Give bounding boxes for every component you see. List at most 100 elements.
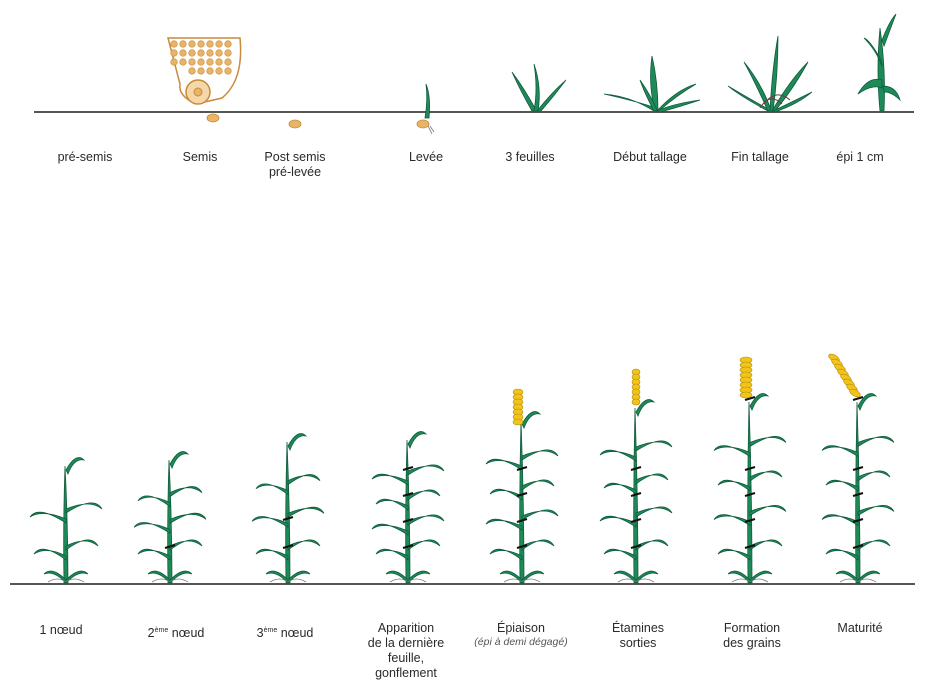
plant-base-leaf bbox=[148, 571, 170, 583]
seed-in-hopper bbox=[171, 41, 178, 48]
seed-in-hopper bbox=[207, 50, 214, 57]
plant-leaf-right bbox=[66, 503, 102, 513]
seed-in-hopper bbox=[189, 68, 196, 75]
leaf-3f-1 bbox=[512, 72, 536, 111]
stage-label-3-feuilles: 3 feuilles bbox=[465, 150, 595, 165]
stage-label-maturite: Maturité bbox=[795, 621, 925, 636]
plant-leaf-left bbox=[826, 549, 858, 560]
seed-in-hopper bbox=[216, 50, 223, 57]
plant-leaf-left bbox=[376, 549, 408, 560]
plant-base-leaf bbox=[500, 571, 522, 583]
leaf-epi1-2 bbox=[882, 14, 896, 46]
plant-leaf-left bbox=[486, 519, 522, 530]
seed-in-hopper bbox=[216, 68, 223, 75]
plant-base-leaf bbox=[750, 571, 772, 583]
plant-stem bbox=[406, 440, 410, 583]
seed-levee bbox=[417, 120, 429, 128]
plant-leaf-left bbox=[490, 549, 522, 560]
flag-leaf bbox=[750, 394, 768, 410]
ear-grain bbox=[513, 419, 523, 425]
plant-base-leaf bbox=[858, 571, 880, 583]
plant-leaf-left bbox=[714, 515, 750, 526]
seed-in-hopper bbox=[171, 50, 178, 57]
stage-label-3-noeud: 3ème nœud bbox=[220, 623, 350, 641]
seed-in-hopper bbox=[207, 41, 214, 48]
plant-leaf-left bbox=[34, 549, 66, 560]
plant-leaf-left bbox=[604, 483, 636, 494]
flag-leaf bbox=[170, 452, 188, 468]
plant-leaf-left bbox=[714, 446, 750, 457]
plant-base-leaf bbox=[636, 571, 658, 583]
plant-base-leaf bbox=[66, 571, 88, 583]
stage-label-epiaison: Épiaison(épi à demi dégagé) bbox=[456, 621, 586, 649]
plant-leaf-left bbox=[138, 496, 170, 507]
plant-leaf-left bbox=[138, 549, 170, 560]
plant-leaf-right bbox=[750, 505, 786, 515]
leaf-3f-2 bbox=[534, 64, 539, 111]
plant-leaf-right bbox=[170, 487, 202, 497]
plant-leaf-right bbox=[66, 540, 98, 550]
plant-leaf-left bbox=[600, 516, 636, 527]
seeding-wheel-hub bbox=[194, 88, 202, 96]
seed-in-hopper bbox=[225, 41, 232, 48]
seed-post-semis bbox=[289, 120, 301, 128]
seed-in-hopper bbox=[216, 59, 223, 66]
seed-in-hopper bbox=[198, 59, 205, 66]
seed-in-hopper bbox=[198, 41, 205, 48]
plant-leaf-left bbox=[600, 450, 636, 461]
seed-in-hopper bbox=[225, 50, 232, 57]
seed-in-hopper bbox=[198, 50, 205, 57]
plant-leaf-right bbox=[750, 471, 782, 481]
plant-leaf-left bbox=[252, 517, 288, 528]
ear-grain bbox=[632, 399, 640, 405]
plant-leaf-right bbox=[408, 465, 444, 475]
plant-leaf-right bbox=[170, 513, 206, 523]
seed-in-hopper bbox=[225, 68, 232, 75]
stage-label-apparition: Apparitionde la dernièrefeuille,gonfleme… bbox=[341, 621, 471, 681]
plant-leaf-right bbox=[522, 450, 558, 460]
plant-base-leaf bbox=[170, 571, 192, 583]
plant-leaf-left bbox=[718, 549, 750, 560]
stage-label-1-noeud: 1 nœud bbox=[0, 623, 126, 638]
flag-leaf bbox=[408, 432, 426, 448]
ear-grain bbox=[740, 392, 752, 398]
plant-leaf-right bbox=[636, 474, 668, 484]
flag-leaf bbox=[858, 394, 876, 410]
plant-base-leaf bbox=[408, 571, 430, 583]
plant-leaf-left bbox=[604, 549, 636, 560]
seed-in-hopper bbox=[180, 41, 187, 48]
plant-leaf-right bbox=[636, 507, 672, 517]
plant-leaf-left bbox=[256, 484, 288, 495]
plant-base-leaf bbox=[288, 571, 310, 583]
plant-leaf-left bbox=[718, 480, 750, 491]
plant-leaf-right bbox=[408, 490, 440, 500]
plant-base-leaf bbox=[614, 571, 636, 583]
plant-leaf-right bbox=[750, 436, 786, 446]
plant-leaf-right bbox=[858, 505, 894, 515]
flag-leaf bbox=[288, 434, 306, 450]
plant-leaf-right bbox=[288, 475, 320, 485]
seed-in-hopper bbox=[189, 41, 196, 48]
plant-leaf-left bbox=[372, 524, 408, 535]
plant-leaf-right bbox=[858, 436, 894, 446]
plant-base-leaf bbox=[266, 571, 288, 583]
seed-in-hopper bbox=[180, 50, 187, 57]
seed-in-hopper bbox=[171, 59, 178, 66]
seed-in-hopper bbox=[207, 68, 214, 75]
plant-leaf-left bbox=[822, 515, 858, 526]
seed-in-hopper bbox=[216, 41, 223, 48]
plant-base-leaf bbox=[836, 571, 858, 583]
seed-semis bbox=[207, 114, 219, 122]
plant-leaf-left bbox=[490, 489, 522, 500]
plant-leaf-right bbox=[522, 480, 554, 490]
seed-in-hopper bbox=[180, 59, 187, 66]
plant-leaf-right bbox=[858, 471, 890, 481]
flag-leaf bbox=[66, 458, 84, 474]
plant-leaf-left bbox=[826, 480, 858, 491]
plant-leaf-left bbox=[372, 474, 408, 485]
plant-leaf-left bbox=[822, 446, 858, 457]
seed-in-hopper bbox=[198, 68, 205, 75]
